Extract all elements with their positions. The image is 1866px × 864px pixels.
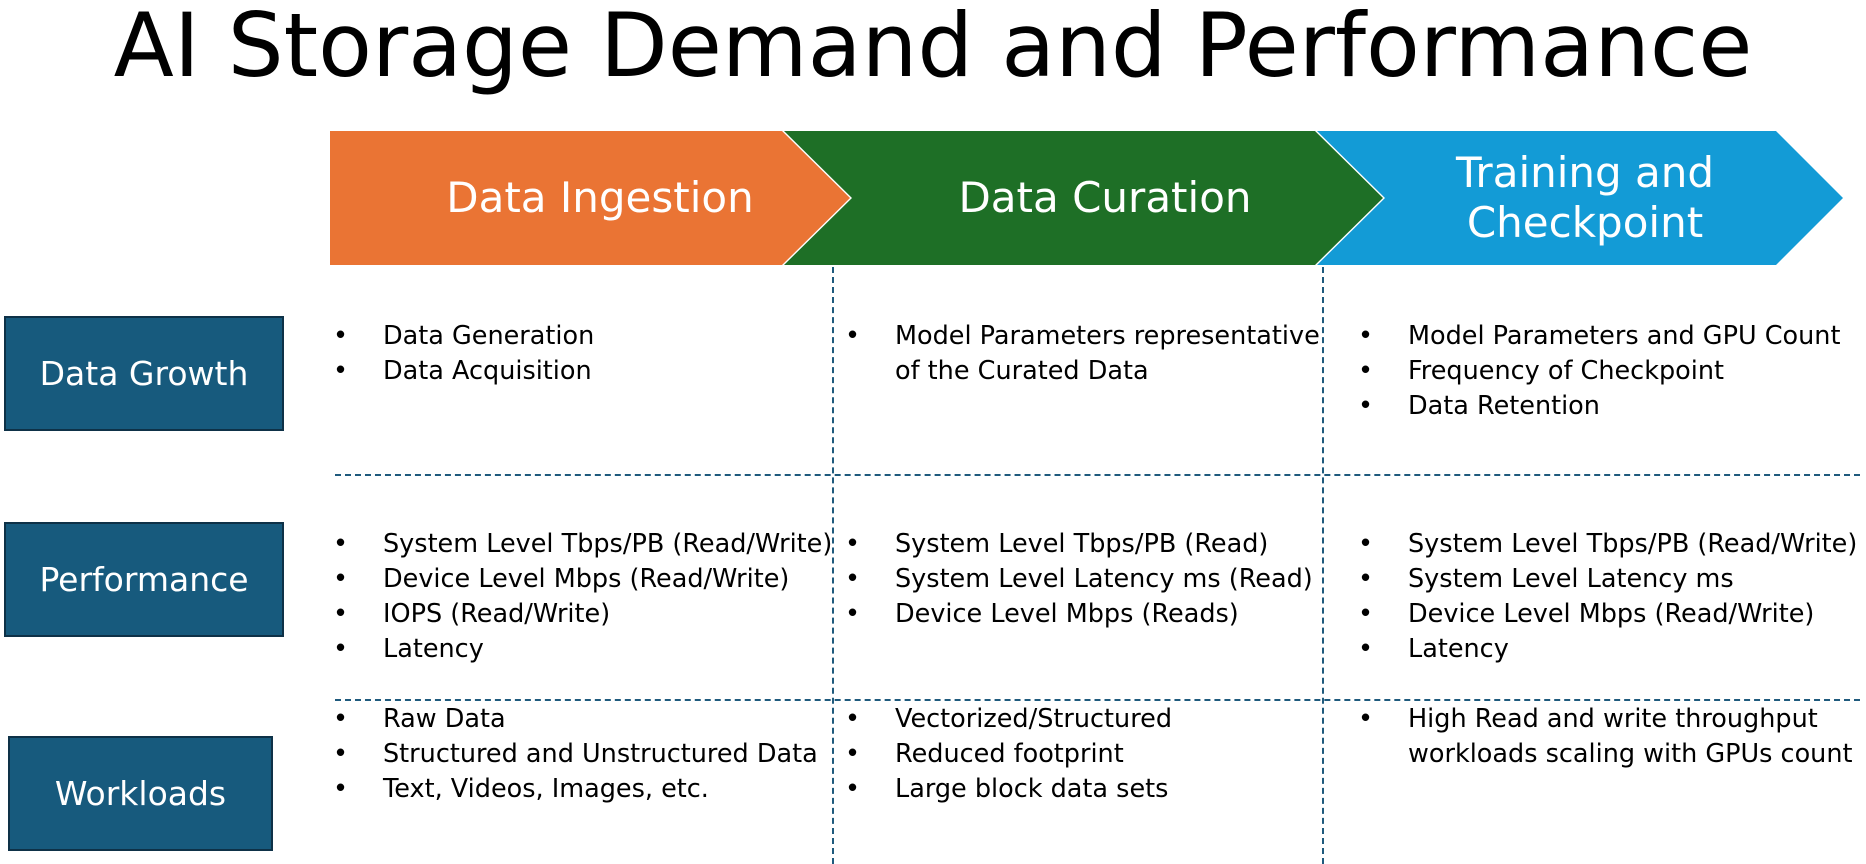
list-item: •Device Level Mbps (Read/Write) xyxy=(1358,599,1815,629)
list-item: •Model Parameters representative xyxy=(845,321,1320,351)
cell-growth-curation: •Model Parameters representative of the … xyxy=(845,319,1320,389)
list-item: •Data Acquisition xyxy=(333,356,592,386)
list-item: •System Level Tbps/PB (Read/Write) xyxy=(1358,529,1858,559)
list-item: •High Read and write throughput xyxy=(1358,704,1818,734)
list-item: •Structured and Unstructured Data xyxy=(333,739,818,769)
stage-label-data-curation: Data Curation xyxy=(890,131,1320,265)
list-item: •Latency xyxy=(1358,634,1509,664)
stage-label-data-ingestion: Data Ingestion xyxy=(400,131,800,265)
cell-workloads-curation: •Vectorized/Structured •Reduced footprin… xyxy=(845,702,1172,807)
list-item: •System Level Latency ms (Read) xyxy=(845,564,1313,594)
list-item: •Model Parameters and GPU Count xyxy=(1358,321,1841,351)
row-label-performance: Performance xyxy=(4,522,284,637)
stage-curation-text: Data Curation xyxy=(958,173,1252,222)
cell-growth-ingestion: •Data Generation •Data Acquisition xyxy=(333,319,594,389)
chevron-training-checkpoint xyxy=(1317,131,1843,265)
cell-performance-ingestion: •System Level Tbps/PB (Read/Write) •Devi… xyxy=(333,527,832,667)
stage-training-line2: Checkpoint xyxy=(1466,198,1704,247)
cell-workloads-ingestion: •Raw Data •Structured and Unstructured D… xyxy=(333,702,818,807)
list-item-continuation: of the Curated Data xyxy=(895,356,1149,386)
list-item: •System Level Tbps/PB (Read/Write) xyxy=(333,529,833,559)
list-item: •System Level Latency ms xyxy=(1358,564,1734,594)
cell-performance-training: •System Level Tbps/PB (Read/Write) •Syst… xyxy=(1358,527,1857,667)
row-label-data-growth: Data Growth xyxy=(4,316,284,431)
stage-training-line1: Training and xyxy=(1455,148,1715,197)
list-item: •Data Generation xyxy=(333,321,595,351)
list-item: •Frequency of Checkpoint xyxy=(1358,356,1724,386)
list-item: •Raw Data xyxy=(333,704,506,734)
list-item: •IOPS (Read/Write) xyxy=(333,599,611,629)
row-divider-2 xyxy=(335,699,1860,701)
chevron-data-ingestion xyxy=(330,131,850,265)
list-item: •Reduced footprint xyxy=(845,739,1124,769)
cell-workloads-training: •High Read and write throughput workload… xyxy=(1358,702,1853,772)
list-item: •System Level Tbps/PB (Read) xyxy=(845,529,1269,559)
list-item-continuation: workloads scaling with GPUs count xyxy=(1408,739,1853,769)
list-item: •Text, Videos, Images, etc. xyxy=(333,774,709,804)
stage-ingestion-text: Data Ingestion xyxy=(446,173,754,222)
row-label-workloads: Workloads xyxy=(8,736,273,851)
list-item: •Latency xyxy=(333,634,484,664)
list-item: •Device Level Mbps (Reads) xyxy=(845,599,1239,629)
column-divider-2 xyxy=(1322,267,1324,864)
cell-growth-training: •Model Parameters and GPU Count •Frequen… xyxy=(1358,319,1840,424)
chevron-data-curation xyxy=(784,131,1383,265)
column-divider-1 xyxy=(832,267,834,864)
list-item: •Data Retention xyxy=(1358,391,1600,421)
cell-performance-curation: •System Level Tbps/PB (Read) •System Lev… xyxy=(845,527,1313,632)
list-item: •Device Level Mbps (Read/Write) xyxy=(333,564,790,594)
list-item: •Large block data sets xyxy=(845,774,1169,804)
page-title: AI Storage Demand and Performance xyxy=(113,0,1753,97)
stage-label-training-checkpoint: Training and Checkpoint xyxy=(1380,131,1790,265)
row-divider-1 xyxy=(335,474,1860,476)
list-item: •Vectorized/Structured xyxy=(845,704,1173,734)
